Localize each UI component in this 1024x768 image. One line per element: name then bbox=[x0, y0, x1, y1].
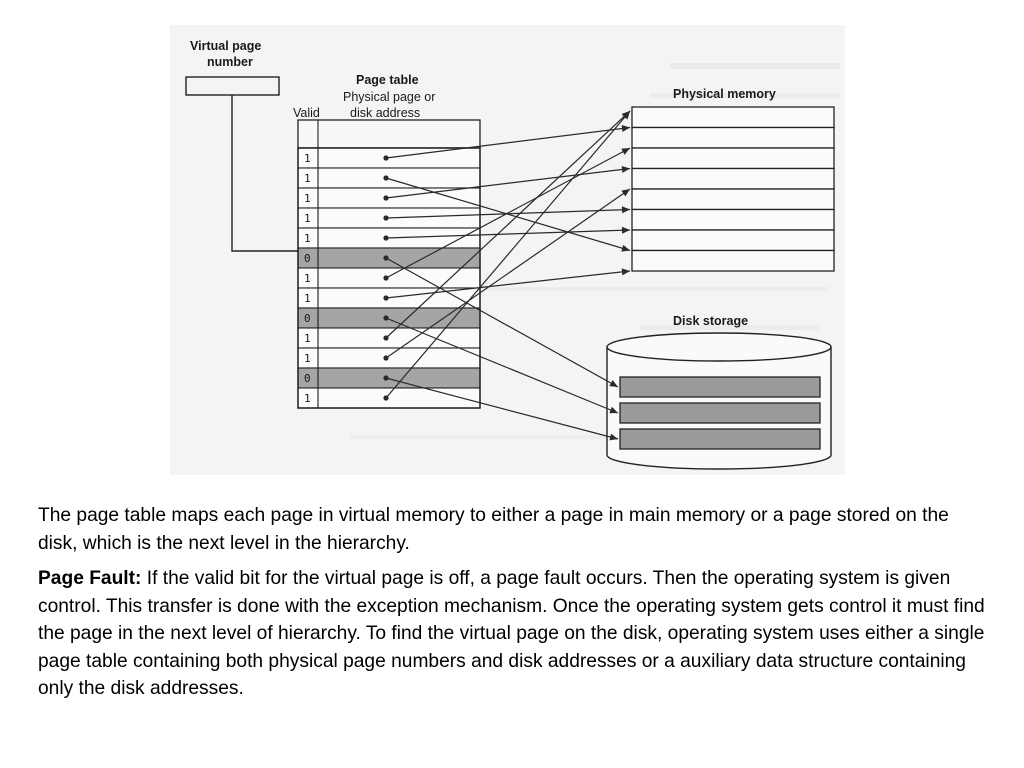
page-table-description: The page table maps each page in virtual… bbox=[38, 505, 949, 554]
mapping-arrow bbox=[385, 377, 619, 440]
mapping-origin-dot bbox=[383, 215, 389, 221]
valid-bit: 1 bbox=[304, 192, 311, 205]
valid-bit: 0 bbox=[304, 252, 311, 265]
valid-bit: 1 bbox=[304, 332, 311, 345]
valid-bit: 1 bbox=[304, 212, 311, 225]
mapping-arrow bbox=[385, 147, 631, 279]
page-table-entry bbox=[317, 287, 481, 309]
disk-block bbox=[619, 402, 821, 424]
page-table-entry bbox=[317, 307, 481, 329]
valid-bit: 1 bbox=[304, 292, 311, 305]
background-bleed-text bbox=[350, 63, 840, 439]
physical-memory-frame bbox=[631, 249, 835, 272]
page-table-diagram: Virtual page number Page table Physical … bbox=[170, 25, 845, 475]
disk-storage-label: Disk storage bbox=[673, 314, 748, 328]
mapping-arrowhead bbox=[621, 226, 630, 234]
physical-memory-frame bbox=[631, 126, 835, 149]
page-table-entry bbox=[317, 187, 481, 209]
valid-column-label: Valid bbox=[293, 106, 320, 120]
disk-block bbox=[619, 376, 821, 398]
disk-block bbox=[619, 428, 821, 450]
caption: The page table maps each page in virtual… bbox=[38, 502, 988, 711]
valid-bit: 0 bbox=[304, 312, 311, 325]
mapping-origin-dot bbox=[383, 155, 389, 161]
page-mappings bbox=[383, 110, 631, 441]
virtual-page-label-line1: Virtual page bbox=[190, 39, 261, 53]
page-fault-term: Page Fault: bbox=[38, 568, 142, 589]
mapping-arrowhead bbox=[621, 148, 630, 155]
virtual-page-label-line2: number bbox=[207, 55, 253, 69]
page-table: 1 1 1 1 1 0 1 1 0 1 1 0 1 bbox=[297, 119, 481, 409]
mapping-origin-dot bbox=[383, 295, 389, 301]
page-table-title: Page table bbox=[356, 73, 419, 87]
valid-bit: 1 bbox=[304, 232, 311, 245]
virtual-page-index-line bbox=[231, 95, 300, 252]
page-table-entry bbox=[317, 167, 481, 189]
mapping-arrow bbox=[385, 208, 631, 219]
mapping-origin-dot bbox=[383, 195, 389, 201]
mapping-arrowhead bbox=[621, 244, 630, 252]
valid-bit: 1 bbox=[304, 152, 311, 165]
valid-bit: 1 bbox=[304, 172, 311, 185]
page-table-entry bbox=[317, 367, 481, 389]
mapping-arrowhead bbox=[621, 189, 630, 197]
mapping-arrow bbox=[385, 257, 619, 388]
mapping-arrow bbox=[385, 126, 631, 159]
physical-memory-frame bbox=[631, 167, 835, 190]
mapping-arrowhead bbox=[621, 206, 630, 214]
mapping-arrow bbox=[385, 167, 631, 199]
disk-cylinder-top bbox=[606, 332, 832, 362]
disk-storage bbox=[606, 332, 832, 470]
page-table-subtitle-line2: disk address bbox=[350, 106, 420, 120]
mapping-arrow bbox=[385, 110, 631, 399]
page-table-entry bbox=[317, 387, 481, 409]
mapping-arrow bbox=[385, 229, 631, 239]
mapping-arrowhead bbox=[622, 111, 630, 120]
physical-memory-frame bbox=[631, 147, 835, 170]
mapping-arrow bbox=[385, 188, 631, 359]
mapping-arrow bbox=[385, 110, 631, 339]
mapping-origin-dot bbox=[383, 235, 389, 241]
mapping-origin-dot bbox=[383, 375, 389, 381]
physical-memory-frame bbox=[631, 208, 835, 231]
valid-bit: 0 bbox=[304, 372, 311, 385]
page-table-entry bbox=[317, 347, 481, 369]
mapping-arrowhead bbox=[621, 268, 630, 276]
page-table-subtitle-line1: Physical page or bbox=[343, 90, 435, 104]
valid-bit: 1 bbox=[304, 392, 311, 405]
physical-memory-label: Physical memory bbox=[673, 87, 776, 101]
physical-memory-frame bbox=[631, 188, 835, 211]
mapping-arrowhead bbox=[621, 165, 630, 173]
page-table-entry bbox=[317, 327, 481, 349]
mapping-arrow bbox=[385, 270, 631, 299]
mapping-arrowhead bbox=[609, 380, 618, 387]
page-fault-paragraph: Page Fault: If the valid bit for the vir… bbox=[38, 565, 988, 703]
valid-bit: 1 bbox=[304, 352, 311, 365]
mapping-arrowhead bbox=[621, 125, 630, 132]
mapping-origin-dot bbox=[383, 315, 389, 321]
physical-memory bbox=[631, 106, 835, 272]
mapping-arrow bbox=[385, 317, 619, 414]
physical-memory-frame bbox=[631, 229, 835, 252]
page-fault-description: If the valid bit for the virtual page is… bbox=[38, 568, 985, 699]
mapping-arrowhead bbox=[609, 406, 618, 414]
valid-bit: 1 bbox=[304, 272, 311, 285]
mapping-origin-dot bbox=[383, 175, 389, 181]
page-table-header bbox=[297, 119, 481, 149]
page-table-figure: Virtual page number Page table Physical … bbox=[170, 25, 845, 475]
physical-memory-frame bbox=[631, 106, 835, 129]
page-table-entry bbox=[317, 147, 481, 169]
mapping-arrowhead bbox=[609, 433, 618, 441]
page-table-border bbox=[297, 147, 481, 409]
